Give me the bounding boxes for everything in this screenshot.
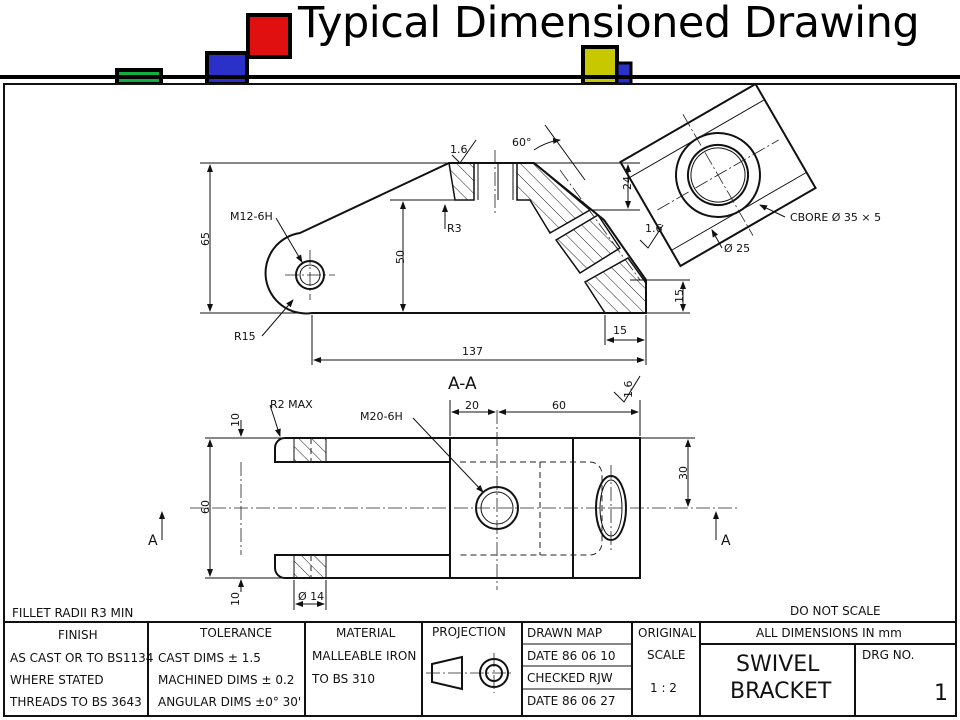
finish-symbol-3 xyxy=(613,375,641,403)
decorative-squares xyxy=(0,13,960,86)
auxiliary-view xyxy=(619,82,817,268)
sheet-border xyxy=(3,83,957,717)
hatch-bottom xyxy=(583,257,647,314)
projection-cone xyxy=(431,655,463,691)
title-block xyxy=(4,621,956,716)
blue-square-small xyxy=(615,61,633,86)
hatch-left xyxy=(448,162,475,201)
hatch-mid xyxy=(554,213,622,275)
slide-title: Typical Dimensioned Drawing xyxy=(298,0,920,48)
blue-square xyxy=(205,51,249,86)
finish-symbol-2 xyxy=(639,224,664,249)
arm-outline xyxy=(264,162,647,315)
red-square xyxy=(246,13,292,59)
plan-view xyxy=(159,400,740,610)
finish-symbol-1 xyxy=(451,139,477,164)
section-view xyxy=(200,82,817,403)
